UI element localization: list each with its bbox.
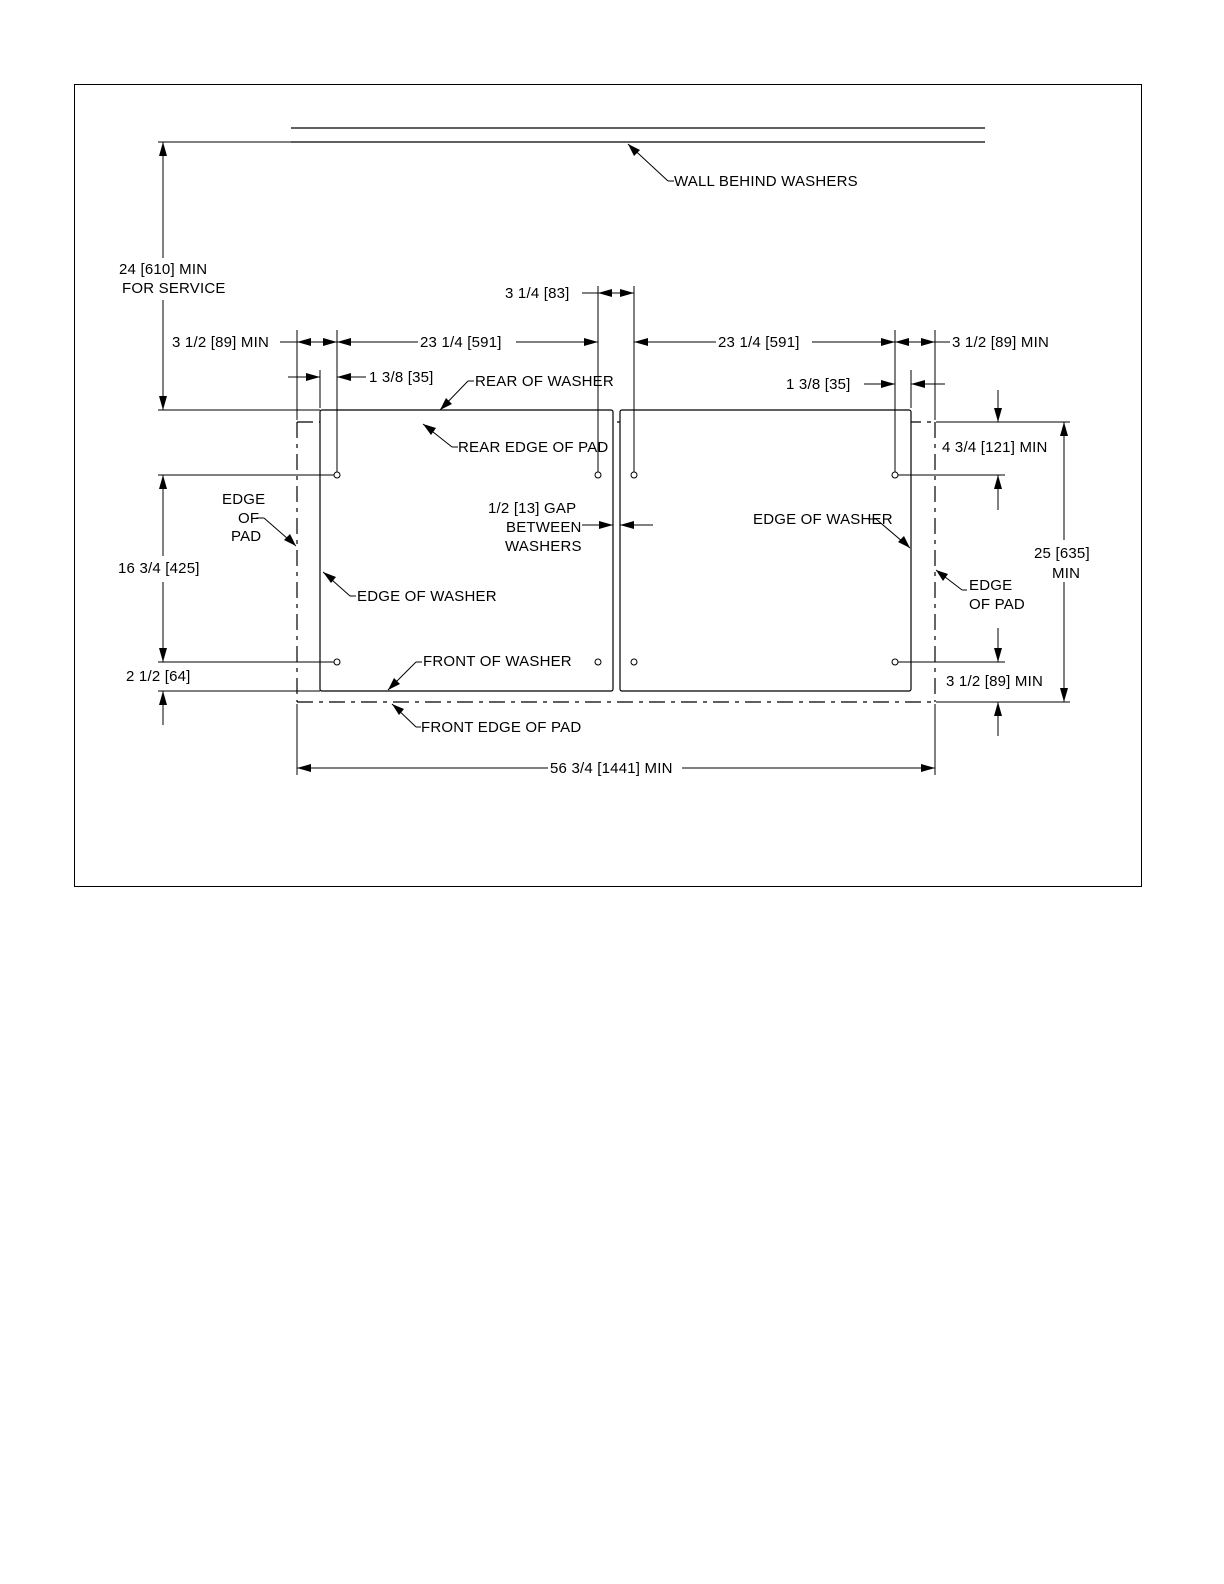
- label-right-hole-offset: 1 3/8 [35]: [786, 376, 851, 393]
- label-gap-between-washers-1: 1/2 [13] GAP: [488, 500, 576, 517]
- label-gap-between-washers-2: BETWEEN: [506, 519, 582, 536]
- label-front-of-washer: FRONT OF WASHER: [423, 653, 572, 670]
- label-bolt-spacing: 16 3/4 [425]: [118, 560, 200, 577]
- label-wall-behind-washers: WALL BEHIND WASHERS: [674, 173, 858, 190]
- label-edge-of-washer-right: EDGE OF WASHER: [753, 511, 893, 528]
- label-edge-of-washer-left: EDGE OF WASHER: [357, 588, 497, 605]
- label-edge-of-pad-right-1: EDGE: [969, 577, 1012, 594]
- label-right-washer-width: 23 1/4 [591]: [718, 334, 800, 351]
- label-edge-of-pad-left-1: EDGE: [222, 491, 265, 508]
- label-rear-edge-of-pad: REAR EDGE OF PAD: [458, 439, 608, 456]
- label-overall-pad-width: 56 3/4 [1441] MIN: [550, 760, 673, 777]
- right-washer: [619, 409, 912, 692]
- leader-lines: [256, 143, 967, 728]
- label-edge-of-pad-right-2: OF PAD: [969, 596, 1025, 613]
- label-service-clearance-note: FOR SERVICE: [122, 280, 226, 297]
- extension-lines: [158, 141, 1070, 775]
- label-left-washer-width: 23 1/4 [591]: [420, 334, 502, 351]
- wall-behind-washers: [291, 127, 985, 143]
- label-pad-depth: 25 [635]: [1034, 545, 1090, 562]
- label-rear-of-washer: REAR OF WASHER: [475, 373, 614, 390]
- label-gap-between-washers-3: WASHERS: [505, 538, 582, 555]
- label-front-edge-of-pad: FRONT EDGE OF PAD: [421, 719, 581, 736]
- label-dim-83: 3 1/4 [83]: [505, 285, 570, 302]
- label-left-hole-offset: 1 3/8 [35]: [369, 369, 434, 386]
- drawing-border: [74, 84, 1142, 887]
- label-rear-clearance: 4 3/4 [121] MIN: [942, 439, 1048, 456]
- label-service-clearance: 24 [610] MIN: [119, 261, 207, 278]
- dimension-lines: [159, 142, 1068, 772]
- label-left-side-clearance: 3 1/2 [89] MIN: [172, 334, 269, 351]
- label-front-clearance: 3 1/2 [89] MIN: [946, 673, 1043, 690]
- label-edge-of-pad-left-3: PAD: [231, 528, 261, 545]
- label-edge-of-pad-left-2: OF: [238, 510, 259, 527]
- left-washer: [319, 409, 614, 692]
- label-right-side-clearance: 3 1/2 [89] MIN: [952, 334, 1049, 351]
- label-pad-depth-min: MIN: [1052, 565, 1080, 582]
- label-front-hole-offset: 2 1/2 [64]: [126, 668, 191, 685]
